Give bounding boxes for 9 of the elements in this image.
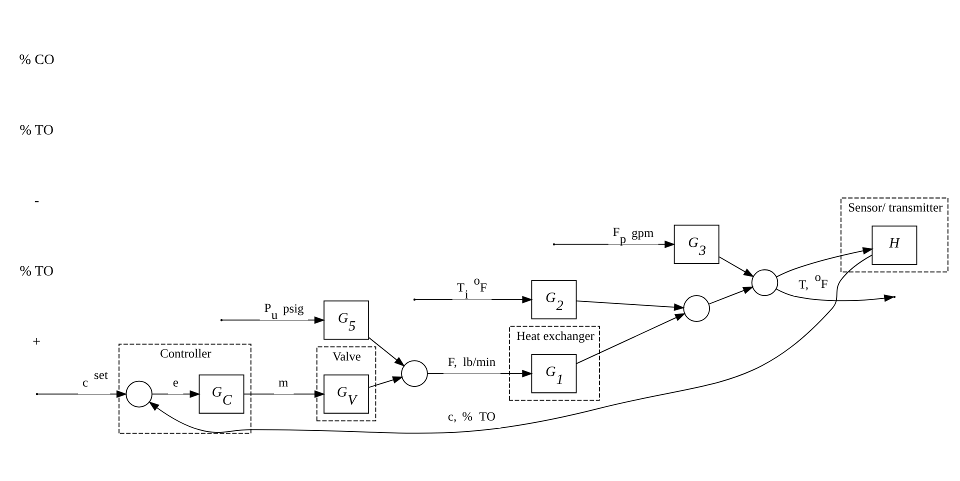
edge-label: F, lb/min xyxy=(448,354,496,369)
edge-label: e xyxy=(172,375,178,390)
label: - xyxy=(34,192,40,208)
edge-label: c, % TO xyxy=(448,409,496,424)
label: % TO xyxy=(20,122,54,138)
label: + xyxy=(32,333,41,350)
edge-label: m xyxy=(278,375,288,390)
label: % CO xyxy=(19,52,54,68)
label: % TO xyxy=(20,262,54,279)
